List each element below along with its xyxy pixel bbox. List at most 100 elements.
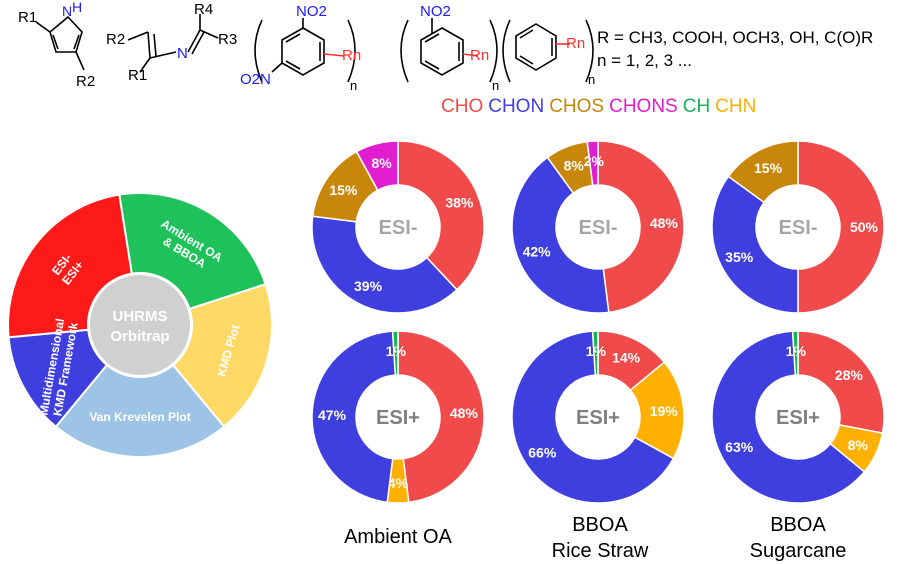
nitro-no2-label: NO2 <box>420 3 451 20</box>
slice-value-label: 15% <box>329 182 358 198</box>
slice-value-label: 1% <box>386 343 407 359</box>
slice-value-label: 38% <box>445 195 474 211</box>
donut-charts: 38%39%15%8%ESI-48%42%8%2%ESI-50%35%15%ES… <box>311 140 885 504</box>
column-caption-line1: Ambient OA <box>344 526 452 548</box>
legend-item-chos: CHOS <box>549 96 605 117</box>
pyrrole-r1-label: R1 <box>18 9 37 26</box>
wheel-center-line2: Orbitrap <box>110 328 169 345</box>
slice-value-label: 14% <box>612 349 641 365</box>
donut-slice-chon <box>711 330 866 504</box>
chemical-structures: N H R1 R2 R2 R1 N R4 R3 <box>18 0 595 93</box>
slice-value-label: 28% <box>835 367 864 383</box>
pyrrole-nh-label: N <box>62 3 72 19</box>
donut-slice-chon <box>311 215 458 314</box>
donut-center-label: ESI- <box>579 217 618 239</box>
dinitro-no2-label: NO2 <box>296 3 327 20</box>
pyrrole-r2-label: R2 <box>76 73 95 90</box>
nitrobenzene-structure <box>400 18 498 83</box>
pyrrole-structure <box>35 15 85 71</box>
donut-chart: 14%19%66%1%ESI+ <box>511 330 685 504</box>
slice-value-label: 8% <box>564 158 585 174</box>
donut-chart: 50% 35% 15% ESI- <box>711 140 885 314</box>
donut-slice-cho <box>797 140 885 314</box>
donut-slice-ch <box>591 330 599 376</box>
imine-r2-label: R2 <box>106 31 125 48</box>
donut-slice-cho <box>397 140 485 291</box>
imine-r3-label: R3 <box>218 31 237 48</box>
imine-r4-label: R4 <box>194 1 213 18</box>
wheel-segment-multidimensional <box>7 328 109 429</box>
pyrrole-h-label: H <box>72 0 82 15</box>
column-caption-line1: BBOA <box>572 514 628 536</box>
donut-slice-chons <box>355 140 399 192</box>
slice-value-label: 39% <box>354 278 383 294</box>
benzene-n-label: n <box>588 72 595 87</box>
dinitro-o2n-label: O2N <box>240 71 271 88</box>
donut-slice-cho <box>397 330 485 504</box>
legend-item-cho: CHO <box>441 96 484 117</box>
imine-structure <box>127 14 219 73</box>
slice-value-label: 1% <box>586 343 607 359</box>
slice-value-label: 4% <box>388 475 409 491</box>
slice-value-label: 48% <box>450 405 479 421</box>
r-definition: R = CH3, COOH, OCH3, OH, C(O)R <box>597 28 874 47</box>
slice-value-label: 48% <box>650 215 679 231</box>
wheel-segment-van-krevelen-plot <box>54 363 226 458</box>
donut-chart: 48% 42% 8%2% ESI- <box>511 140 685 314</box>
legend-item-chon: CHON <box>488 96 545 117</box>
column-caption-sugarcane: BBOA Sugarcane <box>718 512 878 564</box>
nitro-rn-label: Rn <box>470 47 489 64</box>
slice-value-label: 50% <box>850 219 879 235</box>
donut-slice-ch <box>391 330 399 376</box>
wheel-segment-kmd-plot <box>171 282 273 429</box>
slice-value-label: 8% <box>848 437 869 453</box>
benzene-structure <box>502 19 594 83</box>
donut-chart: 38%39%15%8%ESI- <box>311 140 485 314</box>
donut-slice-ch <box>791 330 799 376</box>
slice-value-label: 35% <box>725 249 754 265</box>
column-caption-ambient: Ambient OA <box>318 524 478 550</box>
wheel-segment-esi <box>7 193 134 339</box>
wheel-segment-label: Van Krevelen Plot <box>89 410 190 424</box>
column-caption-rice-straw: BBOA Rice Straw <box>520 512 680 564</box>
legend-item-chons: CHONS <box>609 96 678 117</box>
donut-slice-cho <box>597 140 685 314</box>
legend-item-chn: CHN <box>715 96 757 117</box>
slice-value-label: 66% <box>528 444 557 460</box>
wheel-segment-ambient-oa <box>118 192 267 311</box>
donut-slice-cho <box>797 330 885 434</box>
donut-slice-chon <box>711 175 799 314</box>
donut-center-label: ESI+ <box>376 407 420 429</box>
donut-chart: 28%8%63%1%ESI+ <box>711 330 885 504</box>
slice-value-label: 2% <box>584 153 605 169</box>
donut-center-label: ESI+ <box>776 407 820 429</box>
imine-r1-label: R1 <box>128 67 147 84</box>
column-caption-line2: Sugarcane <box>749 540 847 562</box>
slice-value-label: 1% <box>786 343 807 359</box>
donut-center-label: ESI- <box>379 217 418 239</box>
slice-value-label: 15% <box>754 160 783 176</box>
slice-value-label: 42% <box>523 243 552 259</box>
legend-item-ch: CH <box>682 96 711 117</box>
column-caption-line1: BBOA <box>770 514 826 536</box>
wheel-center <box>90 275 190 375</box>
donut-chart: 48% 4% 47% 1% ESI+ <box>311 330 485 504</box>
dinitro-n-label: n <box>350 78 357 93</box>
n-definition: n = 1, 2, 3 ... <box>597 51 692 70</box>
dinitro-rn-label: Rn <box>342 47 361 64</box>
donut-slice-chons <box>586 140 599 187</box>
donut-center-label: ESI+ <box>576 407 620 429</box>
nitro-n-label: n <box>492 78 499 93</box>
imine-n-label: N <box>177 45 188 62</box>
slice-value-label: 47% <box>318 407 347 423</box>
donut-slice-chos <box>727 140 799 204</box>
dinitrobenzene-structure <box>254 18 356 83</box>
donut-center-label: ESI- <box>779 217 818 239</box>
column-caption-line2: Rice Straw <box>551 540 649 562</box>
donut-slice-chon <box>311 330 397 504</box>
donut-slice-chon <box>511 330 675 504</box>
donut-slice-chon <box>511 156 610 314</box>
